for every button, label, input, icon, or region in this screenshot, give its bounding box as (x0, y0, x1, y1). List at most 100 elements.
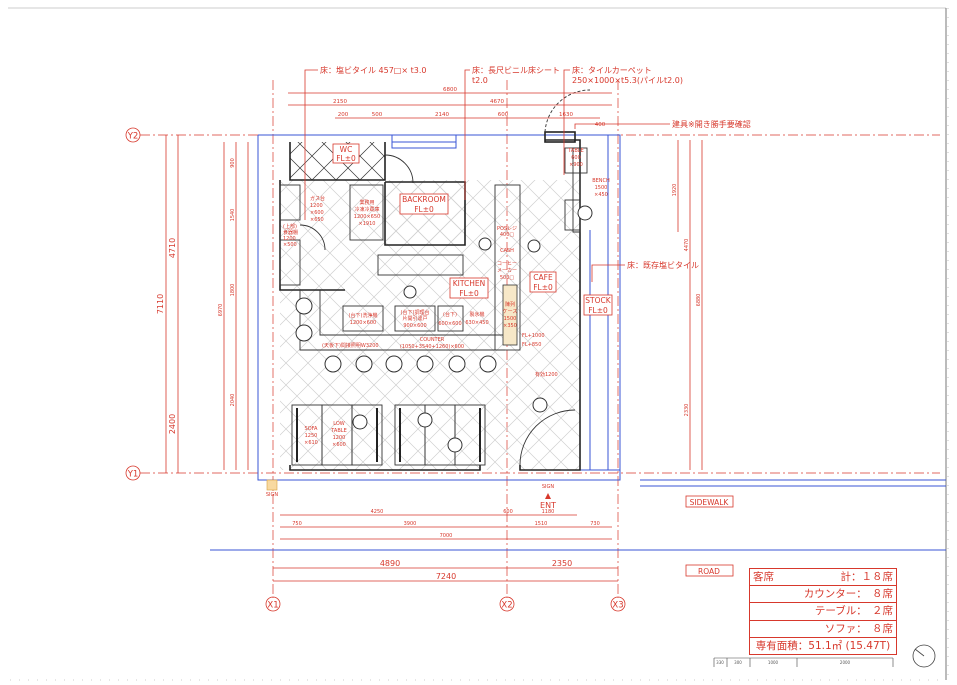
label-showcase-d: ×350 (503, 323, 517, 329)
label-sign-left: SIGN (266, 492, 279, 498)
label-shelf-w: 1200 (283, 236, 296, 242)
street-labels: SIDEWALK ROAD (685, 495, 734, 577)
grid-bubble-y2 (125, 127, 141, 143)
label-coffee-2: メーカー (497, 268, 517, 274)
label-prep: (台下)調理台 (401, 309, 430, 316)
right-dimensions: 1920 4470 6880 2330 (672, 140, 703, 470)
scale-label-3: 2000 (840, 660, 851, 665)
note-long-sheet-thickness: t2.0 (472, 76, 488, 85)
dim-top-b: 500 (372, 112, 383, 118)
label-showcase-2: ケース (503, 308, 518, 315)
left-dimensions: 7110 4710 2400 6970 900 1540 1800 2040 (156, 135, 249, 473)
grid-label-y1: Y1 (127, 470, 139, 480)
dim-top-c: 2140 (435, 112, 449, 118)
dim-right-b: 4470 (684, 239, 690, 252)
label-bench-w: 1500 (595, 185, 608, 191)
dim-bottom-a: 4250 (371, 509, 384, 515)
sign-box (266, 479, 278, 491)
label-gas-w: 1200 (310, 203, 323, 209)
summary-row-counter: カウンター： ８席 (750, 586, 896, 604)
dim-bottom-c: 1180 (542, 509, 555, 515)
label-shelf-2: 食器棚 (283, 229, 298, 236)
label-sign-entrance: SIGN (542, 484, 555, 490)
note-existing-floor: 床：既存塩ビタイル (627, 260, 699, 270)
label-low-table-2: TABLE (330, 428, 346, 434)
dim-left-lower: 2400 (168, 414, 177, 434)
summary-row-total: 客席 計：１８席 (750, 569, 896, 587)
label-coffee: コーヒー (497, 261, 517, 267)
label-bench-d: ×450 (594, 192, 608, 198)
dim-left-d: 2040 (230, 394, 236, 407)
label-showcase: 陳列 (505, 301, 515, 308)
dim-top-total: 6800 (443, 87, 457, 93)
fl-backroom: FL±0 (414, 205, 434, 214)
label-ice-maker-size: 630×450 (465, 320, 488, 326)
label-shelf: (上部) (283, 223, 297, 230)
note-vinyl-tile: 床：塩ビタイル 457□× t3.0 (320, 65, 426, 75)
dim-bottom-total1: 7000 (440, 533, 453, 539)
summary-table-seats: テーブル： ２席 (814, 605, 893, 618)
label-gas-h: ×650 (310, 217, 324, 223)
entrance-arrow-icon (545, 493, 551, 499)
showcase (502, 284, 518, 346)
label-cash: CASH (500, 248, 514, 254)
bottom-dimensions: 4250 600 1180 750 3900 1510 730 7000 489… (273, 509, 618, 582)
north-arrow-icon (912, 644, 936, 668)
grid-bubble-y1 (125, 465, 141, 481)
label-fridge-2: 冷凍冷蔵庫 (354, 206, 379, 213)
floor-notes: 床：塩ビタイル 457□× t3.0 床：長尺ビニル床シート t2.0 床：タイ… (304, 65, 751, 282)
label-dishwasher: (台下)洗浄機 (349, 312, 378, 319)
label-prep2: (台下) (443, 311, 457, 318)
grid-bubble-x3 (610, 596, 626, 612)
room-stock: STOCK (585, 296, 611, 305)
dim-bottom-b: 600 (503, 509, 513, 515)
label-sofa-w: 1250 (305, 433, 318, 439)
dim-top-e: 1630 (559, 112, 573, 118)
label-shelf-d: ×500 (283, 242, 297, 248)
label-pos-size: 400□ (500, 232, 515, 238)
summary-area: 専有面積：51.1㎡ (15.47T) (755, 639, 891, 652)
entrance-marker: ENT (540, 493, 556, 510)
summary-row-sofa: ソファ： ８席 (750, 621, 896, 638)
dim-left-inner: 6970 (218, 304, 224, 317)
fl-kitchen: FL±0 (459, 289, 479, 298)
label-gas-d: ×600 (310, 210, 324, 216)
label-table-w: 600 (571, 155, 581, 161)
scale-label-2: 1000 (768, 660, 779, 665)
grid-label-x2: X2 (501, 601, 512, 611)
dim-right-a: 1920 (672, 184, 678, 197)
dim-top-d: 600 (498, 112, 509, 118)
scale-label-0: 330 (716, 660, 724, 665)
label-counter: COUNTER (420, 337, 445, 343)
label-road: ROAD (698, 567, 720, 576)
summary-row-area: 専有面積：51.1㎡ (15.47T) (750, 638, 896, 654)
note-long-sheet: 床：長尺ビニル床シート (472, 65, 560, 75)
label-sofa: SOFA (305, 426, 319, 432)
dim-left-total: 7110 (156, 294, 165, 314)
summary-sofa-seats: ソファ： ８席 (824, 622, 893, 635)
building-outline (210, 134, 946, 551)
label-prep-2: 片開引違戸 (402, 315, 427, 322)
note-tile-carpet-size: 250×1000×t5.3(パイルt2.0) (572, 76, 683, 85)
top-dimensions: 6800 2150 4670 200 500 2140 600 1630 400 (288, 87, 612, 128)
dim-bottom-d: 750 (292, 521, 302, 527)
label-table-d: ×900 (569, 162, 583, 168)
summary-seats-total: 計：１８席 (840, 571, 894, 583)
interior-walls (279, 89, 591, 471)
label-dishwasher-size: 1200×600 (350, 320, 376, 326)
label-prep-size: 900×600 (403, 323, 426, 329)
label-low-table-w: 1200 (333, 435, 346, 441)
room-cafe: CAFE (533, 273, 553, 282)
dim-bottom-g: 730 (590, 521, 600, 527)
label-pos: POSレジ (497, 226, 517, 232)
dim-left-upper: 4710 (168, 238, 177, 258)
grid-bubbles: Y2 Y1 X1 X2 X3 (125, 127, 626, 612)
summary-row-table: テーブル： ２席 (750, 603, 896, 621)
label-counter-lighting: (天板下)間接照明W3200 (322, 342, 379, 349)
fl-stock: FL±0 (588, 306, 608, 315)
room-kitchen: KITCHEN (453, 279, 486, 288)
label-gas: ガス台 (310, 195, 325, 202)
note-tile-carpet: 床：タイルカーペット (572, 65, 652, 75)
label-prep2-size: 600×600 (438, 321, 461, 327)
